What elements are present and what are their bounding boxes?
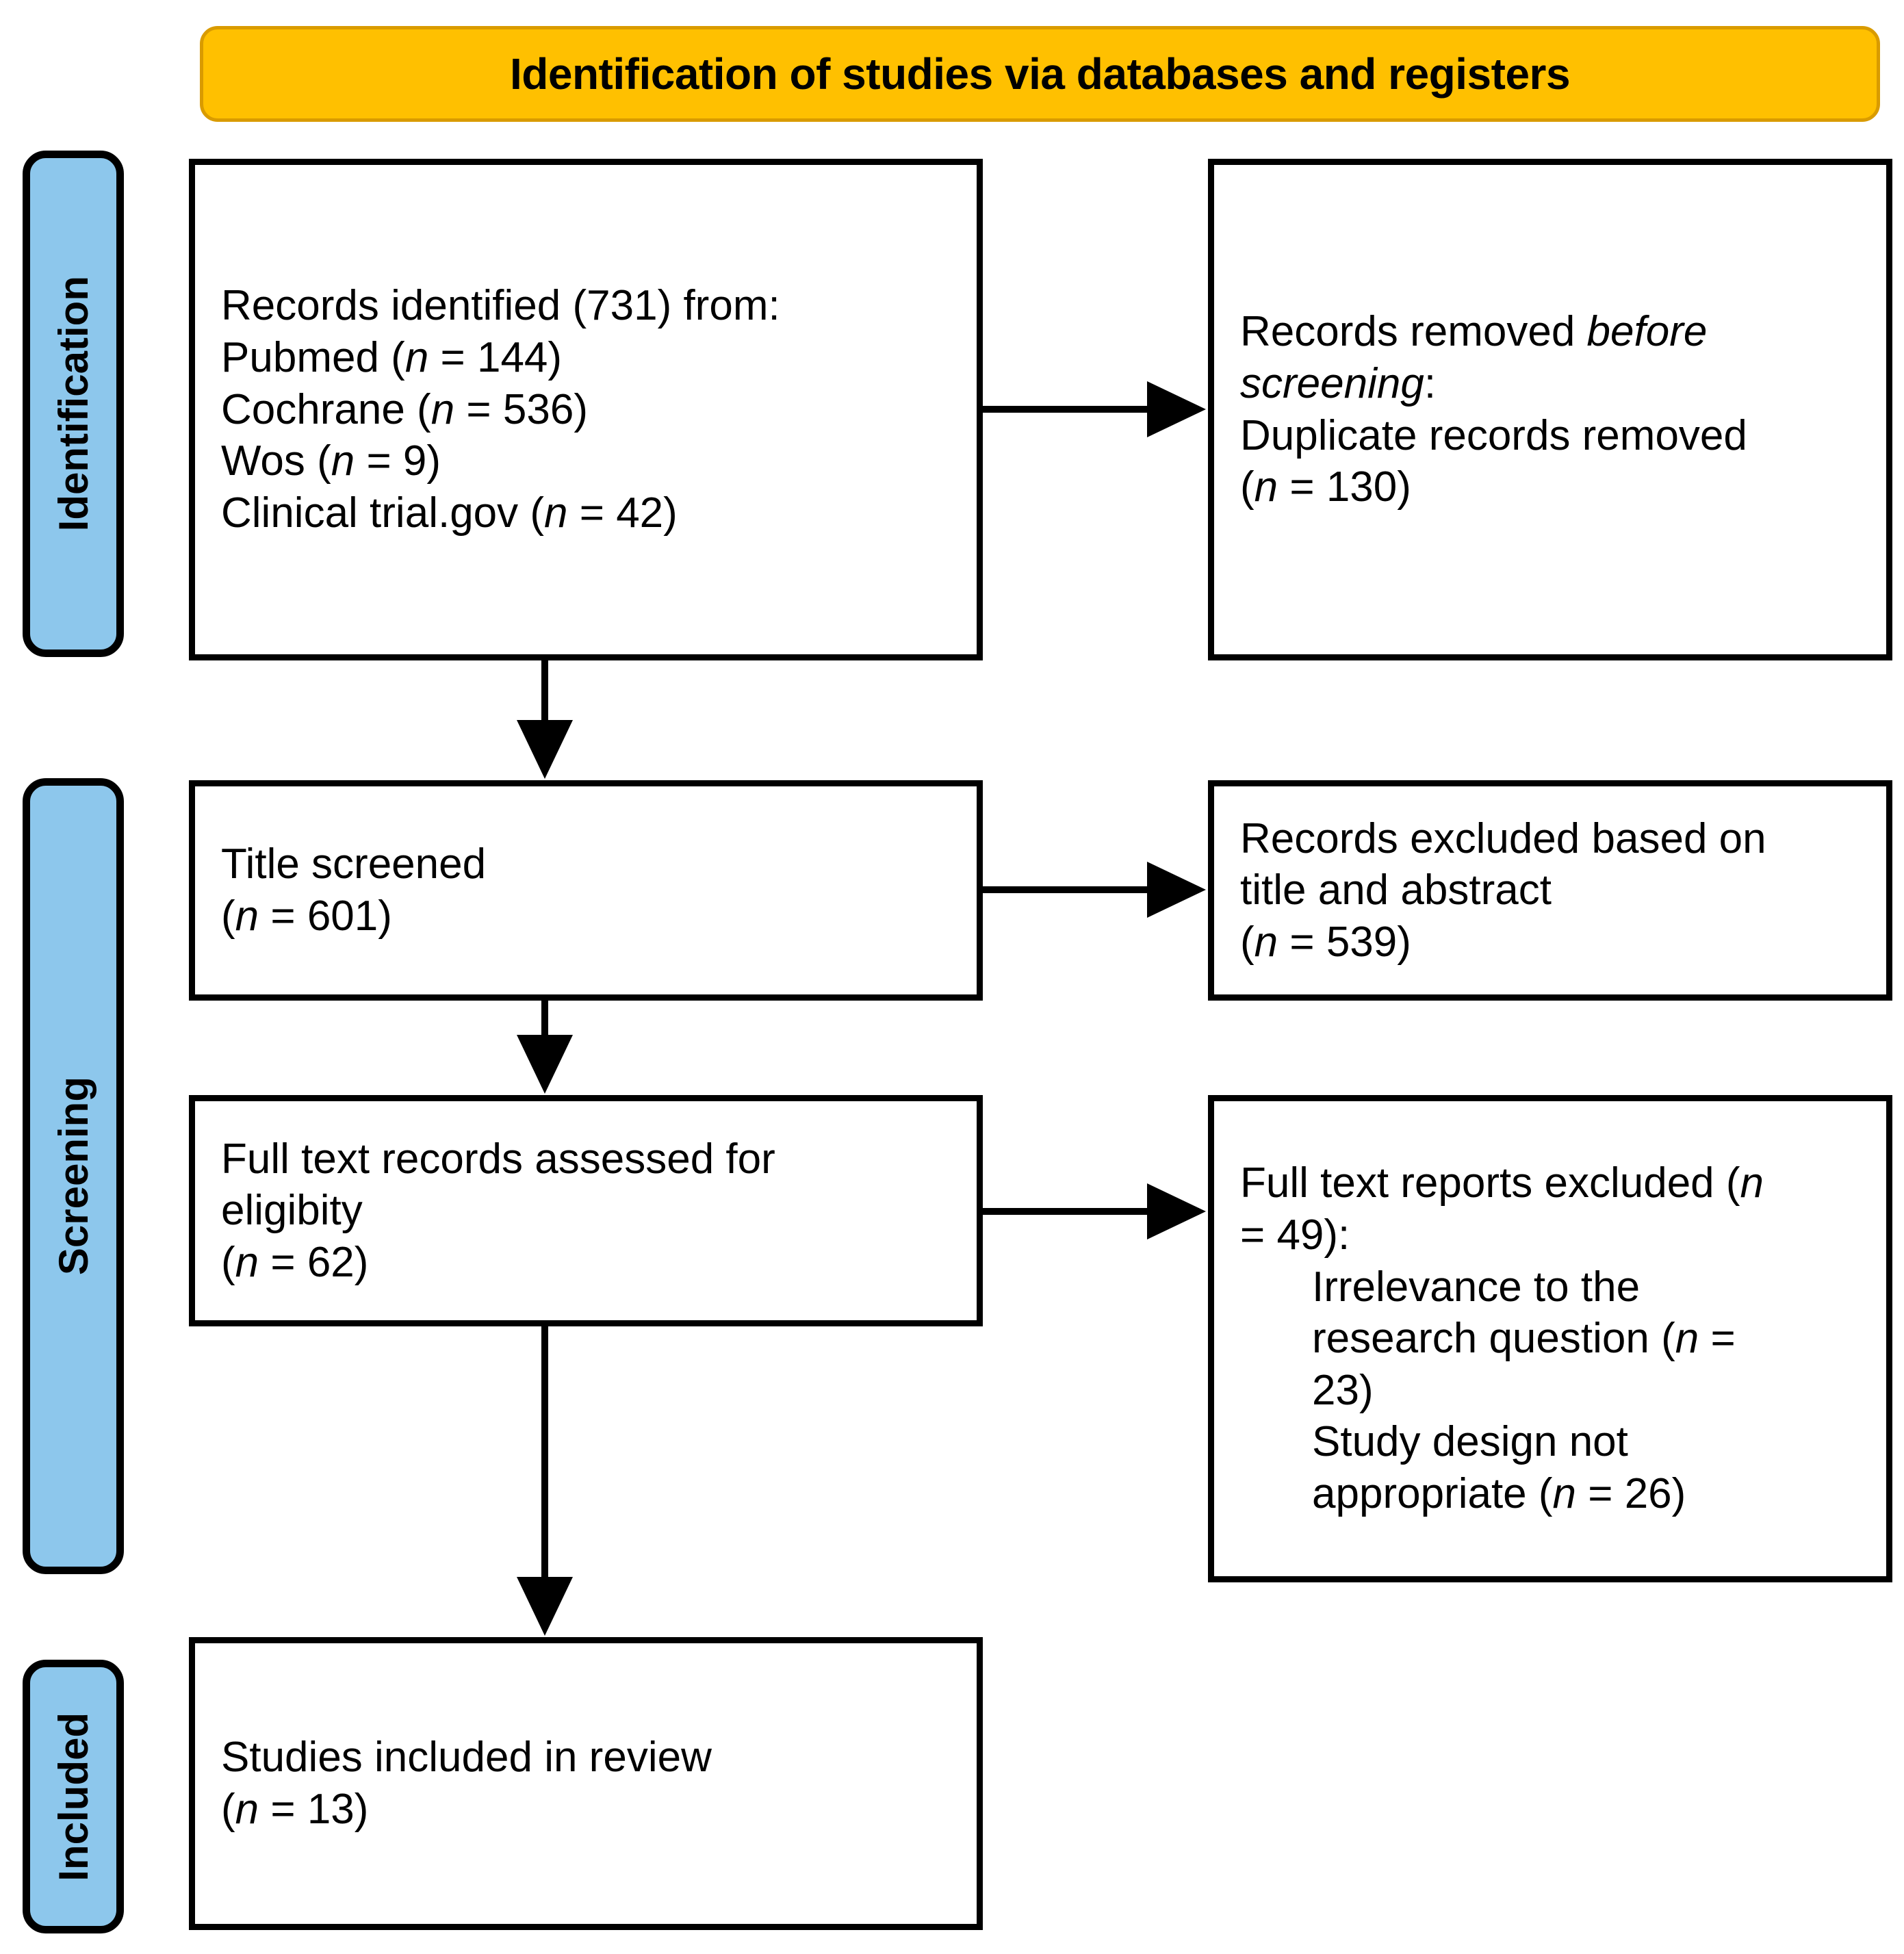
box-records-identified-text: Records identified (731) from: Pubmed (n…: [195, 280, 977, 539]
pubmed-count: 144: [476, 334, 548, 382]
excluded-ta-line-2: title and abstract: [1240, 866, 1552, 914]
wos-count: 9: [402, 437, 427, 485]
excluded-ft-reason-2-count: 26: [1624, 1470, 1672, 1518]
stage-label-screening: Screening: [23, 778, 124, 1574]
stage-label-included-text: Included: [50, 1712, 97, 1881]
stage-label-included: Included: [23, 1660, 124, 1933]
records-identified-line-2: Pubmed (n = 144): [221, 334, 563, 382]
box-full-text-reports-excluded: Full text reports excluded (n = 49): Irr…: [1208, 1095, 1892, 1582]
box-full-text-assessed: Full text records assessed for eligibity…: [189, 1095, 983, 1326]
records-removed-italic-screening: screening: [1240, 359, 1424, 407]
excluded-ta-line-3: (n = 539): [1240, 918, 1411, 966]
excluded-ft-count: 49: [1276, 1211, 1324, 1259]
box-full-text-reports-excluded-text: Full text reports excluded (n = 49): Irr…: [1214, 1157, 1886, 1519]
studies-included-line-1: Studies included in review: [221, 1734, 712, 1782]
title-screened-line-1: Title screened: [221, 840, 487, 888]
title-screened-count: 601: [307, 892, 378, 940]
clinicaltrials-count: 42: [616, 489, 664, 537]
excluded-ft-line-1: Full text reports excluded (n: [1240, 1159, 1764, 1207]
box-title-screened: Title screened (n = 601): [189, 780, 983, 1001]
excluded-ft-reason-1-line-2: research question (n =: [1312, 1315, 1736, 1363]
studies-included-line-2: (n = 13): [221, 1786, 369, 1833]
box-records-excluded-title-abstract: Records excluded based on title and abst…: [1208, 780, 1892, 1001]
studies-included-count: 13: [307, 1786, 355, 1833]
stage-label-identification-text: Identification: [50, 276, 97, 532]
full-text-line-2: eligibity: [221, 1187, 363, 1235]
full-text-line-3: (n = 62): [221, 1238, 369, 1286]
records-removed-prefix: Records removed: [1240, 308, 1587, 356]
records-identified-line-1: Records identified (731) from:: [221, 282, 780, 330]
excluded-ft-reason-1-count: 23: [1312, 1366, 1359, 1414]
box-records-removed-before-screening: Records removed before screening: Duplic…: [1208, 159, 1892, 660]
excluded-ft-line-2: = 49):: [1240, 1211, 1350, 1259]
records-identified-line-5: Clinical trial.gov (n = 42): [221, 489, 678, 537]
records-removed-line-4: (n = 130): [1240, 463, 1411, 511]
excluded-ta-line-1: Records excluded based on: [1240, 814, 1766, 862]
full-text-line-1: Full text records assessed for: [221, 1135, 775, 1183]
box-title-screened-text: Title screened (n = 601): [195, 838, 977, 942]
excluded-ft-reason-2-line-1: Study design not: [1312, 1418, 1628, 1466]
stage-label-screening-text: Screening: [50, 1077, 97, 1276]
excluded-ft-reason-1-line-3: 23): [1312, 1366, 1374, 1414]
excluded-ta-count: 539: [1326, 918, 1398, 966]
records-removed-colon: :: [1424, 359, 1437, 407]
box-studies-included: Studies included in review (n = 13): [189, 1637, 983, 1930]
title-screened-line-2: (n = 601): [221, 892, 392, 940]
cochrane-count: 536: [502, 385, 574, 433]
box-studies-included-text: Studies included in review (n = 13): [195, 1732, 977, 1835]
records-removed-italic-before: before: [1586, 308, 1708, 356]
diagram-header-banner: Identification of studies via databases …: [200, 26, 1880, 122]
records-identified-line-4: Wos (n = 9): [221, 437, 441, 485]
stage-label-identification: Identification: [23, 151, 124, 657]
records-removed-line-1: Records removed before screening:: [1240, 306, 1868, 409]
records-removed-line-3: Duplicate records removed: [1240, 411, 1747, 459]
box-records-removed-text: Records removed before screening: Duplic…: [1214, 306, 1886, 513]
box-full-text-assessed-text: Full text records assessed for eligibity…: [195, 1133, 977, 1289]
records-identified-line-3: Cochrane (n = 536): [221, 385, 588, 433]
box-records-excluded-title-abstract-text: Records excluded based on title and abst…: [1214, 813, 1886, 968]
excluded-ft-reason-1-line-1: Irrelevance to the: [1312, 1263, 1641, 1311]
duplicates-removed-count: 130: [1326, 463, 1398, 511]
page-title: Identification of studies via databases …: [509, 49, 1571, 99]
excluded-ft-reason-2-line-2: appropriate (n = 26): [1312, 1470, 1686, 1518]
full-text-count: 62: [307, 1238, 355, 1286]
box-records-identified: Records identified (731) from: Pubmed (n…: [189, 159, 983, 660]
